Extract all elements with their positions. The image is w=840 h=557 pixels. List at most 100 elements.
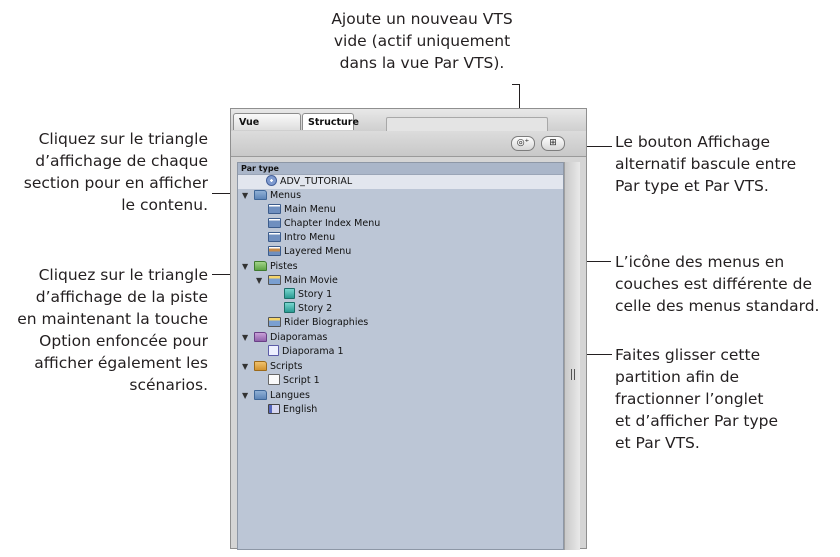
callout-add-vts: Ajoute un nouveau VTS vide (actif unique…	[310, 8, 534, 74]
tree-item-layered-menu[interactable]: Layered Menu	[268, 245, 351, 259]
tree-item-label: Story 2	[298, 303, 333, 314]
tree-item-story-1[interactable]: Story 1	[284, 288, 332, 302]
add-vts-button[interactable]: ◎⁺	[511, 136, 535, 151]
tree-item-label: Langues	[270, 390, 310, 401]
callout-line: Option enfoncée pour	[39, 332, 208, 350]
alternate-view-icon: ⊞	[549, 138, 557, 148]
tree-item-label: Layered Menu	[284, 246, 352, 257]
tab-strip-spacer	[386, 117, 548, 131]
tree-header: Par type	[238, 163, 563, 175]
callout-line: le contenu.	[121, 196, 208, 214]
disc-icon	[266, 175, 277, 186]
tree-item-label: Intro Menu	[284, 232, 336, 243]
callout-layered-menu: L’icône des menus en couches est différe…	[615, 251, 839, 317]
folder-icon	[254, 260, 267, 271]
callout-line: d’affichage de la piste	[35, 288, 208, 306]
folder-icon	[254, 360, 267, 371]
tree-item-label: ADV_TUTORIAL	[280, 176, 353, 187]
outline-tree: Par type ADV_TUTORIAL ▼ Menus Main Menu …	[237, 162, 564, 550]
tab-strip: Vue graphique Structure	[231, 109, 586, 145]
tree-item-label: Chapter Index Menu	[284, 218, 381, 229]
callout-line: alternatif bascule entre	[615, 155, 797, 173]
tree-item-chapter-index-menu[interactable]: Chapter Index Menu	[268, 217, 380, 231]
folder-icon	[254, 331, 267, 342]
tree-item-label: Rider Biographies	[284, 317, 369, 328]
tree-item-label: Diaporamas	[270, 332, 328, 343]
menu-icon	[268, 203, 281, 214]
callout-line: d’affichage de chaque	[35, 152, 208, 170]
callout-line: partition afin de	[615, 368, 740, 386]
callout-line: et d’afficher Par type	[615, 412, 779, 430]
tree-item-label: Menus	[270, 190, 302, 201]
tab-vue-graphique[interactable]: Vue graphique	[233, 113, 301, 145]
tree-item-intro-menu[interactable]: Intro Menu	[268, 231, 335, 245]
leader-partition	[576, 354, 612, 355]
callout-line: Cliquez sur le triangle	[38, 130, 208, 148]
partition-splitter-handle[interactable]	[571, 369, 575, 380]
tab-structure[interactable]: Structure	[302, 113, 359, 130]
outline-toolbar: ◎⁺ ⊞	[231, 131, 586, 157]
disclosure-triangle-icon[interactable]: ▼	[242, 391, 249, 400]
callout-line: fractionner l’onglet	[615, 390, 764, 408]
tree-item-label: Main Menu	[284, 204, 336, 215]
tree-item-label: Scripts	[270, 361, 303, 372]
callout-partition: Faites glisser cette partition afin de f…	[615, 344, 837, 454]
callout-line: Le bouton Affichage	[615, 133, 771, 151]
tree-item-label: Pistes	[270, 261, 298, 272]
disclosure-triangle-icon[interactable]: ▼	[242, 333, 249, 342]
disclosure-triangle-icon[interactable]: ▼	[256, 276, 263, 285]
leader-top-tick	[512, 84, 520, 85]
disclosure-triangle-icon[interactable]: ▼	[242, 362, 249, 371]
callout-line: Cliquez sur le triangle	[38, 266, 208, 284]
callout-line: Ajoute un nouveau VTS	[331, 10, 513, 28]
track-icon	[268, 274, 281, 285]
track-icon	[268, 316, 281, 327]
tree-item-english[interactable]: English	[268, 403, 317, 417]
story-icon	[284, 302, 295, 313]
menu-icon	[268, 231, 281, 242]
vertical-scrollbar[interactable]	[564, 162, 580, 550]
callout-disclosure-triangle: Cliquez sur le triangle d’affichage de c…	[0, 128, 208, 216]
disclosure-triangle-icon[interactable]: ▼	[242, 191, 249, 200]
callout-line: scénarios.	[129, 376, 208, 394]
tree-item-label: Script 1	[283, 375, 320, 386]
callout-alternate-view: Le bouton Affichage alternatif bascule e…	[615, 131, 837, 197]
callout-option-click: Cliquez sur le triangle d’affichage de l…	[0, 264, 208, 396]
disclosure-triangle-icon[interactable]: ▼	[242, 262, 249, 271]
tree-item-story-2[interactable]: Story 2	[284, 302, 332, 316]
leader-alt-view	[566, 146, 612, 147]
callout-line: Faites glisser cette	[615, 346, 761, 364]
script-icon	[268, 374, 280, 385]
slideshow-icon	[268, 345, 279, 356]
language-flag-icon	[268, 403, 280, 414]
leader-disclosure	[212, 193, 244, 194]
tree-item-script-1[interactable]: Script 1	[268, 374, 320, 388]
layered-menu-icon	[268, 245, 281, 256]
callout-line: Par type et Par VTS.	[615, 177, 769, 195]
callout-line: L’icône des menus en	[615, 253, 785, 271]
tree-item-label: Story 1	[298, 289, 333, 300]
folder-icon	[254, 189, 267, 200]
dvd-studio-outline-window: Vue graphique Structure ◎⁺ ⊞ Par type AD…	[230, 108, 587, 550]
add-vts-icon: ◎⁺	[516, 138, 530, 148]
tree-item-label: English	[283, 404, 318, 415]
story-icon	[284, 288, 295, 299]
callout-line: en maintenant la touche	[17, 310, 208, 328]
alternate-view-button[interactable]: ⊞	[541, 136, 565, 151]
callout-line: dans la vue Par VTS).	[339, 54, 505, 72]
tree-item-main-menu[interactable]: Main Menu	[268, 203, 336, 217]
callout-line: celle des menus standard.	[615, 297, 820, 315]
tree-item-diaporama-1[interactable]: Diaporama 1	[268, 345, 344, 359]
menu-icon	[268, 217, 281, 228]
folder-icon	[254, 389, 267, 400]
tree-item-disc[interactable]: ADV_TUTORIAL	[238, 175, 563, 189]
callout-line: section pour en afficher	[23, 174, 208, 192]
tree-item-rider-biographies[interactable]: Rider Biographies	[268, 316, 368, 330]
tree-item-label: Main Movie	[284, 275, 338, 286]
tree-item-label: Diaporama 1	[282, 346, 344, 357]
leader-option	[212, 274, 244, 275]
callout-line: couches est différente de	[615, 275, 812, 293]
callout-line: afficher également les	[34, 354, 208, 372]
callout-line: vide (actif uniquement	[333, 32, 511, 50]
callout-line: et Par VTS.	[615, 434, 700, 452]
